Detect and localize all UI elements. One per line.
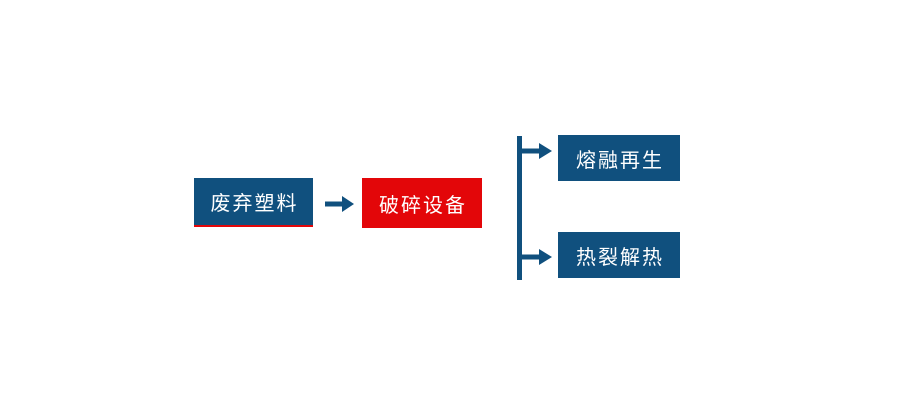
node-melt-regeneration: 熔融再生: [558, 135, 680, 181]
node-melt-regeneration-label: 熔融再生: [576, 149, 664, 172]
arrow-right-icon: [519, 143, 552, 159]
branch-connector: [517, 136, 552, 280]
node-pyrolysis-heat-label: 热裂解热: [576, 246, 664, 269]
node-crushing-equipment-label: 破碎设备: [379, 194, 467, 217]
node-pyrolysis-heat: 热裂解热: [558, 232, 680, 278]
node-waste-plastic-label: 废弃塑料: [210, 193, 299, 215]
node-crushing-equipment: 破碎设备: [362, 178, 482, 228]
node-waste-plastic: 废弃塑料: [194, 178, 313, 227]
arrow-right-icon: [519, 249, 552, 265]
arrow-right-icon: [325, 196, 354, 212]
